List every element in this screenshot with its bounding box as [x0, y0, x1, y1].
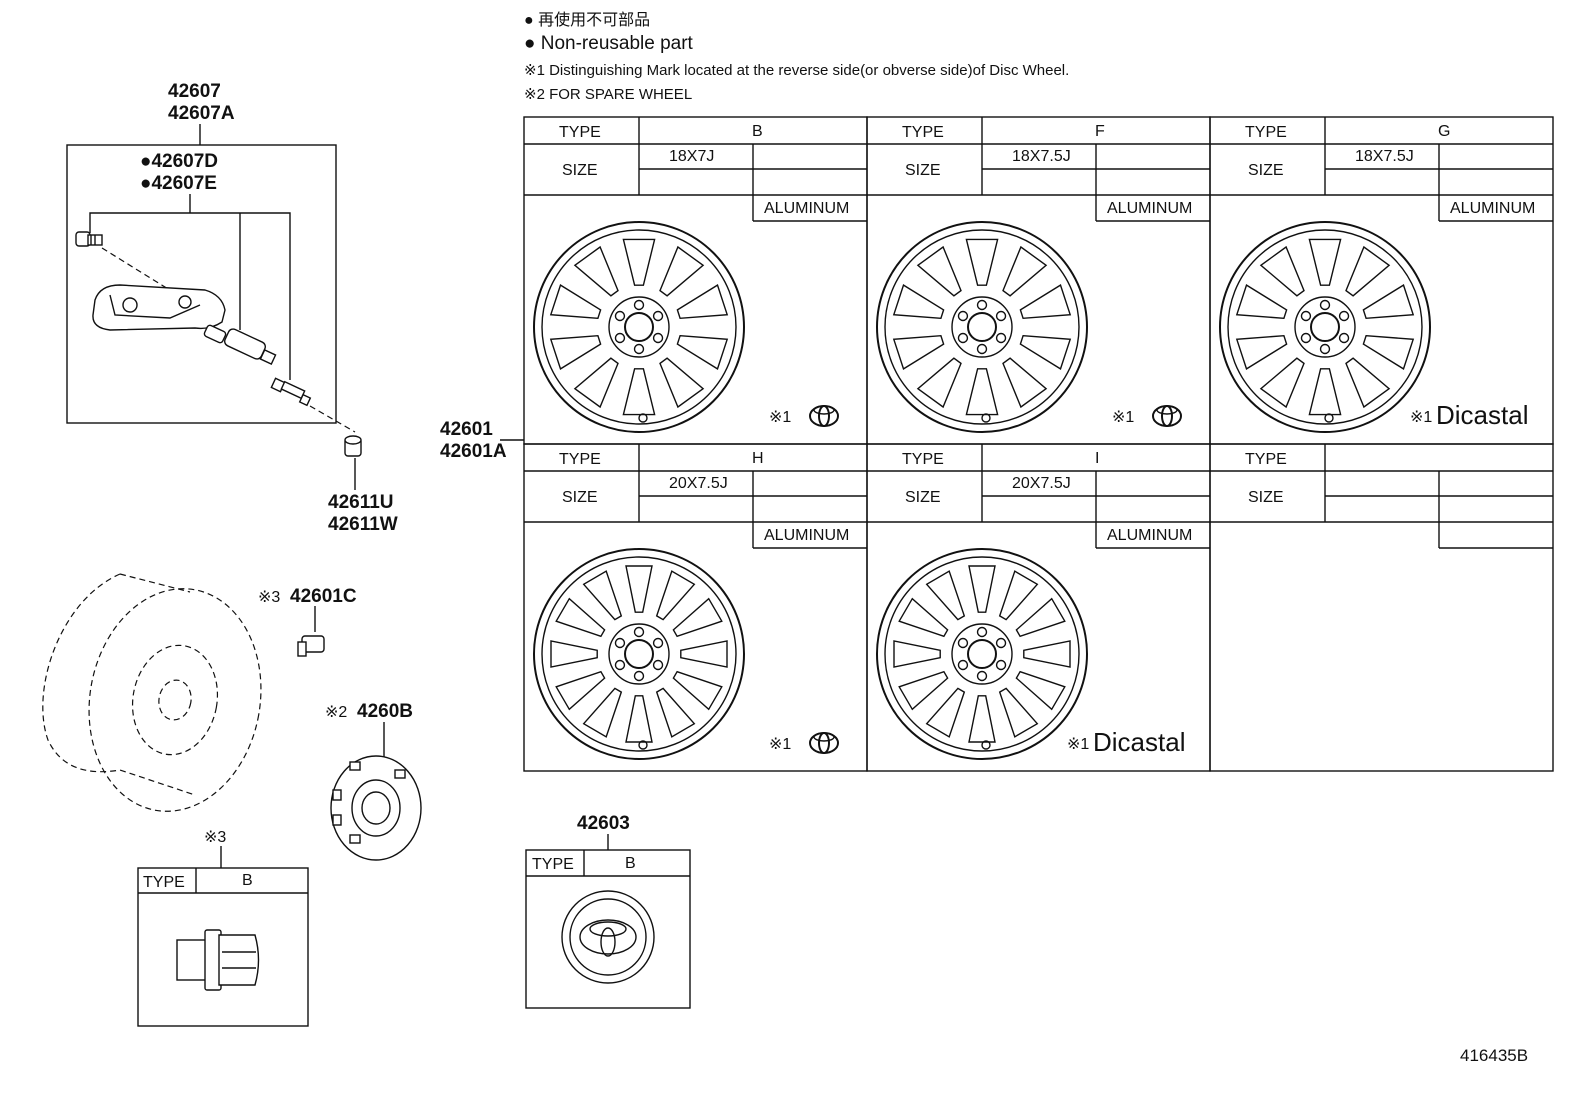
- diagram-id: 416435B: [1460, 1046, 1528, 1065]
- nut-table: ※3 TYPE B: [137, 829, 309, 1027]
- type-label: TYPE: [902, 124, 944, 141]
- tpms-sensor-icon: [92, 284, 226, 331]
- size-label: SIZE: [562, 489, 598, 506]
- size-value: 18X7J: [669, 148, 714, 165]
- distinguishing-mark: ※1: [1112, 405, 1182, 427]
- part-number-42607e[interactable]: ●42607E: [140, 173, 217, 194]
- material-label: ALUMINUM: [1107, 200, 1192, 217]
- size-label: SIZE: [905, 489, 941, 506]
- nut-note: ※3: [258, 589, 280, 606]
- spare-note: ※2: [325, 704, 347, 721]
- legend-line-4: ※2 FOR SPARE WHEEL: [524, 86, 692, 103]
- dicastal-logo: Dicastal: [1093, 727, 1185, 757]
- part-number-42601c[interactable]: 42601C: [290, 586, 357, 607]
- valve-cap-icon: [344, 435, 362, 457]
- type-value: F: [1095, 123, 1105, 140]
- part-number-42601[interactable]: 42601: [440, 419, 493, 440]
- part-number-42603[interactable]: 42603: [577, 813, 630, 834]
- mark-prefix: ※1: [769, 736, 791, 753]
- size-label: SIZE: [905, 162, 941, 179]
- size-value: 18X7.5J: [1012, 148, 1071, 165]
- size-value: 18X7.5J: [1355, 148, 1414, 165]
- mark-prefix: ※1: [769, 409, 791, 426]
- size-label: SIZE: [562, 162, 598, 179]
- size-label: SIZE: [1248, 162, 1284, 179]
- spare-wheel-icon: [330, 755, 422, 861]
- disc-wheel-icon: [876, 548, 1088, 760]
- nut-type-value: B: [242, 872, 253, 889]
- ornament-type-label: TYPE: [532, 856, 574, 873]
- size-value: 20X7.5J: [1012, 475, 1071, 492]
- tire-icon: [42, 573, 262, 812]
- wheel-cell[interactable]: TYPE SIZE: [1209, 443, 1554, 772]
- spare-group: ※2 4260B: [325, 701, 422, 861]
- type-value: B: [752, 123, 763, 140]
- disc-wheel-icon: [533, 548, 745, 760]
- distinguishing-mark: ※1: [769, 732, 839, 754]
- ornament-table: 42603 TYPE B: [525, 813, 691, 1009]
- size-value: 20X7.5J: [669, 475, 728, 492]
- toyota-mark-icon: [1152, 405, 1182, 427]
- type-value: I: [1095, 450, 1099, 467]
- nut-group: ※3 42601C: [258, 586, 357, 657]
- wheel-cell[interactable]: TYPE H SIZE 20X7.5J ALUMINUM ※1: [523, 443, 868, 772]
- valve-core-icon: [270, 377, 312, 407]
- type-value: G: [1438, 123, 1450, 140]
- wheel-cell[interactable]: TYPE B SIZE 18X7J ALUMINUM ※1: [523, 116, 868, 445]
- part-number-4260b[interactable]: 4260B: [357, 701, 413, 722]
- nut-detail-icon: [176, 929, 260, 991]
- distinguishing-mark: ※1: [769, 405, 839, 427]
- mark-prefix: ※1: [1067, 736, 1089, 753]
- mark-prefix: ※1: [1112, 409, 1134, 426]
- nut-type-label: TYPE: [143, 874, 185, 891]
- toyota-mark-icon: [809, 732, 839, 754]
- wheel-part-label: 42601 42601A: [440, 419, 524, 462]
- type-label: TYPE: [902, 451, 944, 468]
- disc-wheel-icon: [1219, 221, 1431, 433]
- legend-line-2: ● Non-reusable part: [524, 33, 694, 54]
- mark-prefix: ※1: [1410, 409, 1432, 426]
- type-value: H: [752, 450, 764, 467]
- nut-table-note: ※3: [204, 829, 226, 846]
- part-number-42607d[interactable]: ●42607D: [140, 151, 218, 172]
- part-number-42607[interactable]: 42607: [168, 81, 221, 102]
- sensor-group: 42607 42607A ●42607D ●42607E: [66, 81, 398, 535]
- toyota-mark-icon: [809, 405, 839, 427]
- legend: ● 再使用不可部品 ● Non-reusable part ※1 Disting…: [524, 11, 1069, 103]
- type-label: TYPE: [1245, 451, 1287, 468]
- toyota-emblem-icon: [561, 890, 655, 984]
- disc-wheel-icon: [876, 221, 1088, 433]
- sensor-box: [66, 144, 337, 424]
- ornament-type-value: B: [625, 855, 636, 872]
- material-label: ALUMINUM: [1107, 527, 1192, 544]
- material-label: ALUMINUM: [764, 527, 849, 544]
- type-label: TYPE: [1245, 124, 1287, 141]
- type-label: TYPE: [559, 124, 601, 141]
- type-label: TYPE: [559, 451, 601, 468]
- material-label: ALUMINUM: [764, 200, 849, 217]
- legend-line-1: ● 再使用不可部品: [524, 11, 650, 29]
- material-label: ALUMINUM: [1450, 200, 1535, 217]
- part-number-42611w[interactable]: 42611W: [328, 514, 398, 535]
- part-number-42607a[interactable]: 42607A: [168, 103, 235, 124]
- dicastal-logo: Dicastal: [1436, 400, 1528, 430]
- part-number-42601a[interactable]: 42601A: [440, 441, 507, 462]
- screw-icon: [75, 231, 103, 247]
- lug-nut-icon: [297, 635, 325, 657]
- valve-stem-icon: [203, 324, 277, 365]
- part-number-42611u[interactable]: 42611U: [328, 492, 394, 513]
- size-label: SIZE: [1248, 489, 1284, 506]
- disc-wheel-icon: [533, 221, 745, 433]
- legend-line-3: ※1 Distinguishing Mark located at the re…: [524, 62, 1069, 79]
- wheel-cell[interactable]: TYPE F SIZE 18X7.5J ALUMINUM ※1: [866, 116, 1211, 445]
